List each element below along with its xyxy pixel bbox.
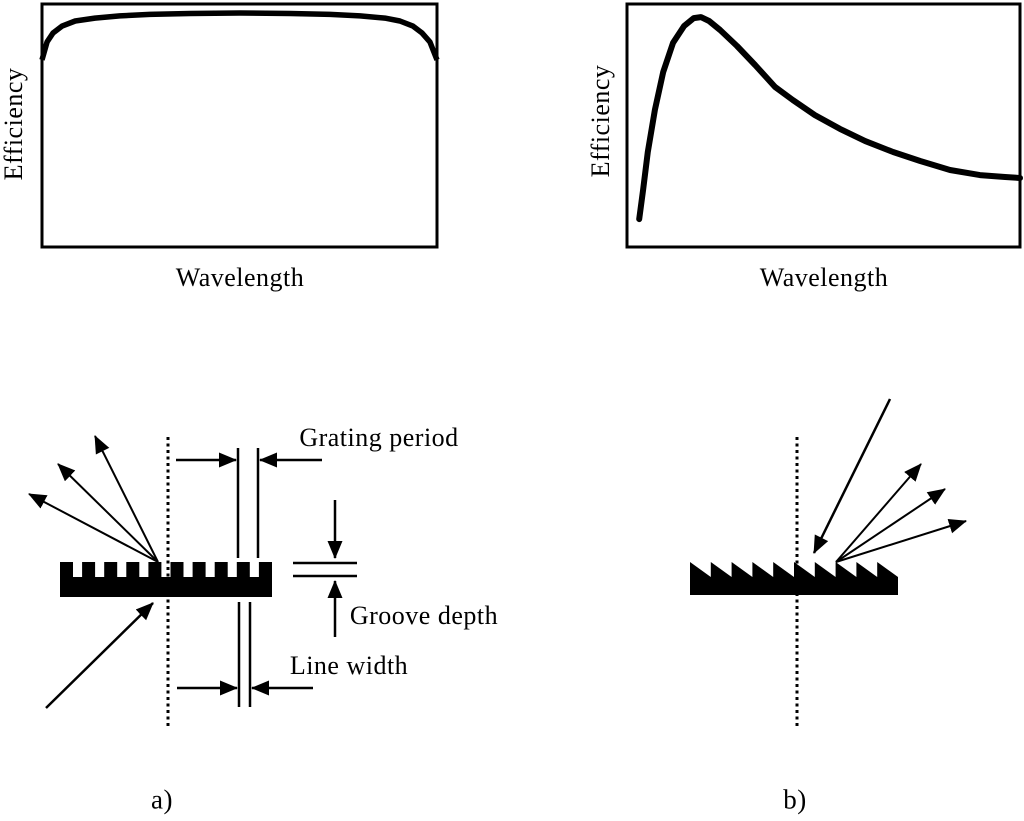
chart-flat-efficiency <box>39 2 440 249</box>
diffracted-ray-arrow <box>835 463 922 563</box>
y-axis-label-left: Efficiency <box>0 67 28 181</box>
blazed-grating-cross-section <box>690 562 898 595</box>
binary-grating-diagram <box>28 435 357 728</box>
line-width-dimension <box>177 602 313 707</box>
diffracted-rays <box>28 435 159 563</box>
caption-b: b) <box>783 784 807 815</box>
line-width-label: Line width <box>289 651 409 680</box>
x-axis-label-left: Wavelength <box>175 263 305 292</box>
binary-grating-cross-section <box>60 562 272 597</box>
blazed-grating-diagram <box>690 398 967 728</box>
chart-peaked-efficiency <box>625 2 1023 249</box>
diffracted-ray-arrow <box>94 435 159 563</box>
chart-frame <box>625 2 1022 249</box>
incident-ray-arrow <box>812 398 892 554</box>
chart-frame <box>40 2 439 249</box>
diffracted-ray-arrow <box>57 463 159 563</box>
caption-a: a) <box>151 784 173 815</box>
grating-period-dimension <box>176 448 322 558</box>
grating-period-label: Grating period <box>299 423 459 452</box>
incident-ray-arrow <box>45 602 154 709</box>
groove-depth-label: Groove depth <box>349 601 499 630</box>
diffracted-rays <box>835 463 967 563</box>
x-axis-label-right: Wavelength <box>759 263 889 292</box>
y-axis-label-right: Efficiency <box>586 64 615 178</box>
efficiency-curve-flat <box>39 10 440 61</box>
diffracted-ray-arrow <box>835 488 946 563</box>
diffracted-ray-arrow <box>835 518 967 563</box>
groove-depth-dimension <box>293 500 357 637</box>
diffracted-ray-arrow <box>28 493 159 563</box>
efficiency-curve-peaked <box>636 14 1023 223</box>
